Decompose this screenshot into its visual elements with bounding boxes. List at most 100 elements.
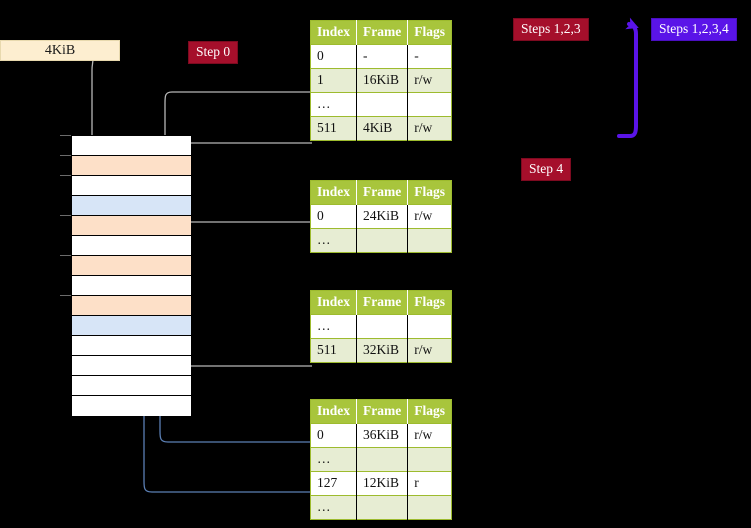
memory-tick-2 bbox=[60, 175, 71, 176]
memory-tick-6 bbox=[60, 255, 71, 256]
cell-flags-3 bbox=[407, 495, 452, 520]
column-header-frame: Frame bbox=[356, 290, 409, 315]
steps-1234-bracket-arrow bbox=[617, 17, 639, 138]
memory-frame-12 bbox=[72, 376, 191, 396]
table-row: … bbox=[310, 228, 452, 253]
cell-frame-0: - bbox=[356, 44, 409, 69]
cell-index-1: 511 bbox=[310, 338, 358, 363]
column-header-index: Index bbox=[310, 180, 358, 205]
cell-frame-3: 4KiB bbox=[356, 116, 409, 141]
page-size-callout: 4KiB bbox=[0, 40, 120, 61]
table-row: … bbox=[310, 495, 452, 520]
cell-index-2: … bbox=[310, 92, 358, 117]
cell-frame-1: 16KiB bbox=[356, 68, 409, 93]
cell-flags-3: r/w bbox=[407, 116, 452, 141]
memory-frame-1 bbox=[72, 156, 191, 176]
cell-index-0: … bbox=[310, 314, 358, 339]
cell-index-0: 0 bbox=[310, 423, 358, 448]
cell-index-2: 127 bbox=[310, 471, 358, 496]
memory-tick-1 bbox=[60, 155, 71, 156]
column-header-index: Index bbox=[310, 290, 358, 315]
table-row: … bbox=[310, 447, 452, 472]
cell-frame-1 bbox=[356, 447, 409, 472]
cell-index-3: 511 bbox=[310, 116, 358, 141]
wire-step2-memory-to-l3 bbox=[176, 142, 312, 212]
cell-flags-0 bbox=[407, 314, 452, 339]
cell-index-1: 1 bbox=[310, 68, 358, 93]
cell-index-0: 0 bbox=[310, 44, 358, 69]
table-row: … bbox=[310, 92, 452, 117]
table-row: 0-- bbox=[310, 44, 452, 69]
column-header-frame: Frame bbox=[356, 180, 409, 205]
memory-frame-3 bbox=[72, 196, 191, 216]
badge-step-4-label: Step 4 bbox=[529, 161, 564, 176]
memory-frame-10 bbox=[72, 336, 191, 356]
memory-tick-4 bbox=[60, 215, 71, 216]
memory-frame-2 bbox=[72, 176, 191, 196]
cell-index-1: … bbox=[310, 228, 358, 253]
column-header-index: Index bbox=[310, 399, 358, 424]
badge-steps-123-label: Steps 1,2,3 bbox=[521, 21, 581, 36]
memory-frame-0 bbox=[72, 136, 191, 156]
cell-index-0: 0 bbox=[310, 204, 358, 229]
cell-flags-0: r/w bbox=[407, 204, 452, 229]
cell-flags-1 bbox=[407, 228, 452, 253]
cell-flags-2: r bbox=[407, 471, 452, 496]
cell-frame-1: 32KiB bbox=[356, 338, 409, 363]
cell-frame-1 bbox=[356, 228, 409, 253]
memory-tick-0 bbox=[60, 135, 71, 136]
cell-flags-1: r/w bbox=[407, 68, 452, 93]
column-header-frame: Frame bbox=[356, 399, 409, 424]
cell-frame-0: 36KiB bbox=[356, 423, 409, 448]
column-header-flags: Flags bbox=[407, 180, 452, 205]
badge-step-0: Step 0 bbox=[188, 41, 239, 64]
memory-frame-6 bbox=[72, 256, 191, 276]
memory-frame-8 bbox=[72, 296, 191, 316]
column-header-flags: Flags bbox=[407, 399, 452, 424]
badge-steps-1234: Steps 1,2,3,4 bbox=[651, 18, 737, 41]
cell-flags-0: - bbox=[407, 44, 452, 69]
wire-step3b-l2-to-memory bbox=[169, 301, 312, 367]
cell-frame-0 bbox=[356, 314, 409, 339]
column-header-frame: Frame bbox=[356, 20, 409, 45]
memory-frame-7 bbox=[72, 276, 191, 296]
cell-flags-1 bbox=[407, 447, 452, 472]
memory-tick-8 bbox=[60, 295, 71, 296]
badge-step-4: Step 4 bbox=[521, 158, 572, 181]
memory-frame-4 bbox=[72, 216, 191, 236]
cell-frame-2 bbox=[356, 92, 409, 117]
table-row: … bbox=[310, 314, 452, 339]
column-header-flags: Flags bbox=[407, 20, 452, 45]
cell-index-3: … bbox=[310, 495, 358, 520]
cell-frame-0: 24KiB bbox=[356, 204, 409, 229]
cell-frame-2: 12KiB bbox=[356, 471, 409, 496]
memory-frame-5 bbox=[72, 236, 191, 256]
physical-memory-column bbox=[71, 135, 191, 416]
cell-flags-1: r/w bbox=[407, 338, 452, 363]
badge-step-0-label: Step 0 bbox=[196, 44, 231, 59]
badge-steps-1234-label: Steps 1,2,3,4 bbox=[659, 21, 729, 36]
memory-frame-13 bbox=[72, 396, 191, 416]
cell-flags-0: r/w bbox=[407, 423, 452, 448]
wire-step3-l3-to-memory bbox=[176, 221, 312, 262]
column-header-flags: Flags bbox=[407, 290, 452, 315]
memory-frame-11 bbox=[72, 356, 191, 376]
column-header-index: Index bbox=[310, 20, 358, 45]
memory-frame-9 bbox=[72, 316, 191, 336]
cell-index-1: … bbox=[310, 447, 358, 472]
